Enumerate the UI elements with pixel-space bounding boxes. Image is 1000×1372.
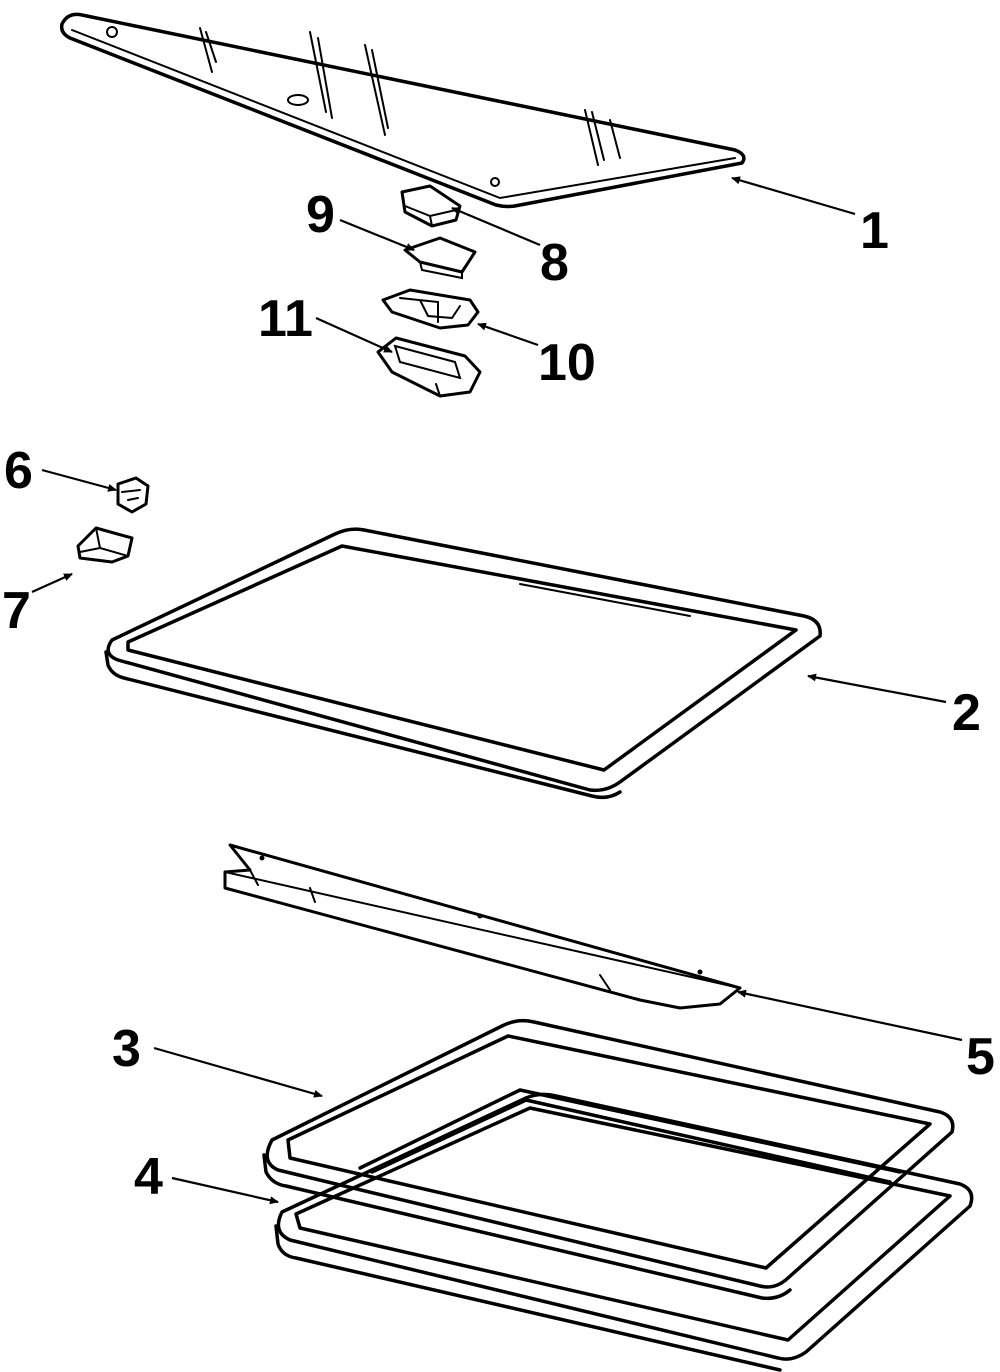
callout-4: 4 xyxy=(134,1148,163,1206)
wind-deflector-part-5 xyxy=(223,843,742,1010)
leader-1 xyxy=(731,176,856,216)
drain-frame-part-3 xyxy=(262,1018,955,1301)
leader-2 xyxy=(807,673,947,704)
leader-8 xyxy=(451,206,541,247)
callout-labels: 1 2 3 4 5 6 7 8 9 10 11 xyxy=(2,186,995,1206)
bracket-part-8 xyxy=(400,184,462,228)
leader-7 xyxy=(31,572,73,594)
callout-8: 8 xyxy=(540,234,569,292)
clip-part-6 xyxy=(116,476,150,514)
leader-11 xyxy=(315,316,393,354)
callout-11: 11 xyxy=(258,290,313,348)
callout-7: 7 xyxy=(2,582,31,640)
callout-6: 6 xyxy=(4,442,33,500)
slide-block-part-10 xyxy=(381,288,480,330)
leader-lines xyxy=(31,176,963,1205)
seal-frame-part-4 xyxy=(274,1092,974,1372)
plate-part-9 xyxy=(403,236,477,280)
leader-9 xyxy=(339,218,415,252)
callout-9: 9 xyxy=(306,186,335,244)
leader-10 xyxy=(477,322,539,347)
leader-4 xyxy=(171,1176,279,1205)
leader-3 xyxy=(153,1046,323,1098)
guide-shoe-part-11 xyxy=(376,336,482,398)
callout-3: 3 xyxy=(112,1020,141,1078)
callout-1: 1 xyxy=(860,202,889,260)
bracket-part-7 xyxy=(76,526,134,564)
frame-seal-part-2 xyxy=(104,527,822,800)
leader-6 xyxy=(41,468,117,492)
callout-5: 5 xyxy=(966,1028,995,1086)
glass-panel xyxy=(59,12,746,209)
leader-5 xyxy=(737,989,963,1042)
callout-10: 10 xyxy=(538,334,596,392)
callout-2: 2 xyxy=(952,684,981,742)
